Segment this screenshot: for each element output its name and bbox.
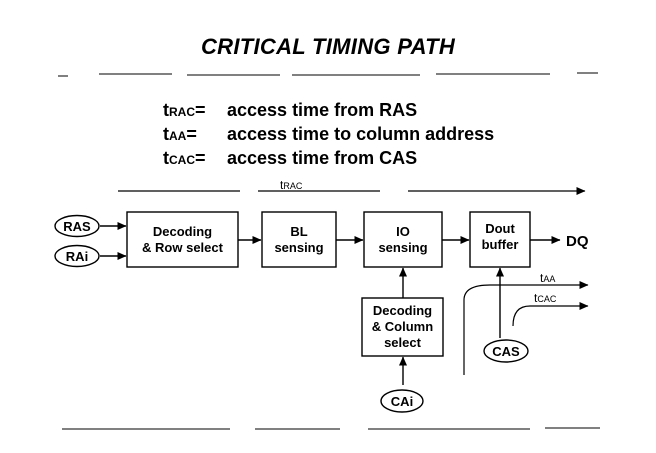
title-rules — [58, 72, 598, 77]
block-line: sensing — [274, 240, 323, 255]
block-line: buffer — [482, 237, 519, 252]
row-decode-block: Decoding & Row select — [126, 211, 239, 268]
symbol-subscript: CAC — [169, 153, 195, 167]
symbol-subscript: RAC — [169, 105, 195, 119]
ras-input: RAS — [54, 214, 100, 238]
signal-arrows — [100, 222, 561, 385]
symbol-t: t — [163, 100, 169, 120]
definition-text: access time to column address — [227, 124, 495, 144]
cai-input: CAi — [380, 389, 424, 413]
cas-oval — [483, 339, 529, 363]
bottom-rules — [62, 427, 600, 430]
block-line: select — [384, 335, 422, 350]
column-decode-block: Decoding & Column select — [361, 297, 444, 357]
block-line: sensing — [378, 240, 427, 255]
dout-buffer-block: Dout buffer — [469, 211, 531, 268]
symbol-equals: = — [195, 100, 206, 120]
definition-text: access time from CAS — [227, 148, 418, 168]
symbol-equals: = — [186, 124, 197, 144]
block-line: Decoding — [373, 303, 432, 318]
trac-label: tRAC — [280, 178, 303, 192]
symbol-equals: = — [195, 148, 206, 168]
block-line: IO — [396, 224, 410, 239]
dq-output-label: DQ — [566, 233, 589, 250]
cai-oval — [380, 389, 424, 413]
symbol-subscript: AA — [169, 129, 187, 143]
io-sensing-block: IO sensing — [363, 211, 443, 268]
slide-title: CRITICAL TIMING PATH — [200, 34, 456, 59]
cas-label: CAS — [492, 344, 520, 359]
rai-oval — [54, 244, 100, 268]
block-line: BL — [290, 224, 307, 239]
definition-symbol: tCAC= — [163, 146, 206, 172]
rai-label: RAi — [66, 249, 88, 264]
block-line: & Row select — [142, 240, 224, 255]
rai-input: RAi — [54, 244, 100, 268]
cai-label: CAi — [391, 394, 413, 409]
ras-oval — [54, 214, 100, 238]
taa-path — [462, 281, 589, 388]
definition-symbol: tRAC= — [163, 98, 206, 124]
block-line: & Column — [372, 319, 433, 334]
tcac-label: tCAC — [534, 291, 557, 305]
tcac-path — [512, 302, 589, 327]
cas-input: CAS — [483, 339, 529, 363]
bl-sensing-block: BL sensing — [261, 211, 337, 268]
definition-symbol: tAA= — [163, 122, 197, 148]
taa-label: tAA — [540, 271, 555, 285]
ras-label: RAS — [63, 219, 91, 234]
block-line: Decoding — [153, 224, 212, 239]
symbol-t: t — [163, 124, 169, 144]
block-line: Dout — [485, 221, 515, 236]
symbol-t: t — [163, 148, 169, 168]
definition-text: access time from RAS — [227, 100, 418, 120]
